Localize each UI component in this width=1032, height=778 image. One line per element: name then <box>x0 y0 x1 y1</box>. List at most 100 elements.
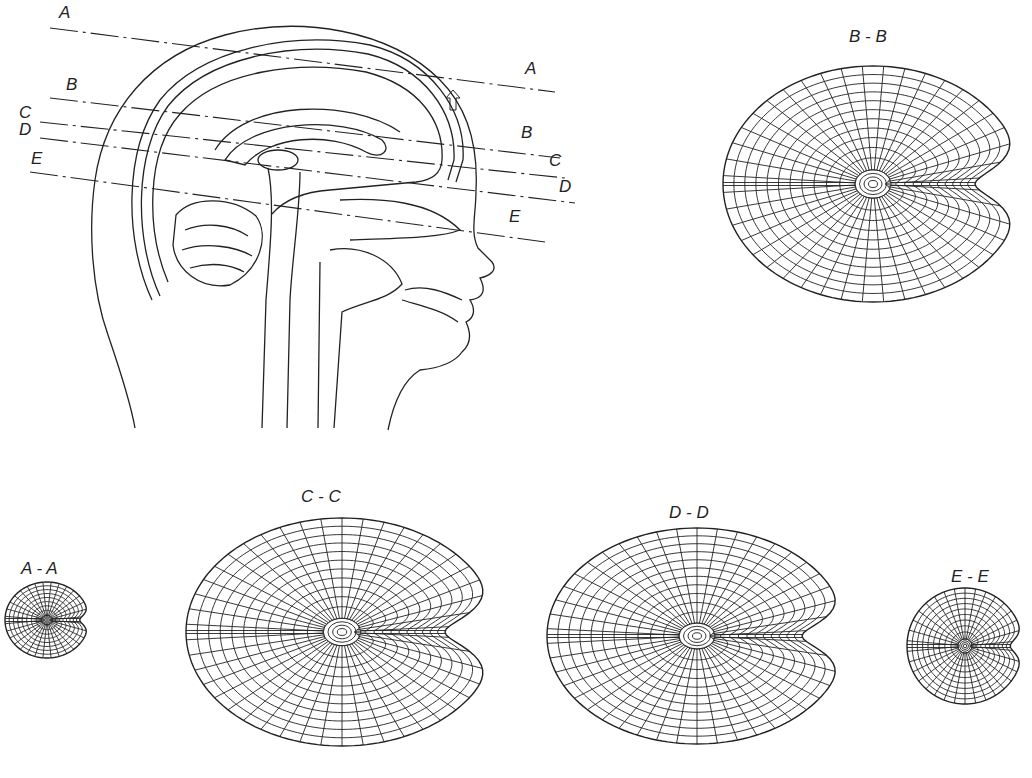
mesh-radial <box>886 178 980 183</box>
mesh-ring <box>27 602 66 639</box>
mesh-ring <box>186 518 483 746</box>
mesh-radial <box>708 646 791 720</box>
mesh-radial <box>710 631 806 636</box>
mesh-ring <box>756 92 980 276</box>
mesh-radial <box>342 518 343 618</box>
mesh-radial <box>564 642 681 686</box>
mesh-ring <box>558 536 825 736</box>
mesh-radial <box>349 527 404 619</box>
mesh-core <box>684 626 711 645</box>
mesh-radial <box>43 582 47 615</box>
mesh-ring <box>22 598 70 643</box>
mesh-radial <box>889 191 1005 241</box>
mesh-radial <box>879 73 925 170</box>
mesh-radial <box>619 647 688 728</box>
mesh-radial <box>862 66 871 170</box>
mesh-ring <box>664 612 728 660</box>
mesh-radial <box>35 624 46 656</box>
mesh-radial <box>359 596 483 628</box>
mesh-radial <box>723 185 855 192</box>
mesh-ring <box>232 552 441 713</box>
mesh-ring <box>767 101 969 268</box>
mesh-radial <box>321 519 340 618</box>
mesh-ring <box>790 119 949 249</box>
mesh-core <box>337 629 346 636</box>
mesh-radial <box>186 624 323 631</box>
mesh-ring <box>209 535 463 730</box>
mesh-radial <box>710 637 806 642</box>
mesh-ring <box>907 588 1019 704</box>
midline-fissure <box>715 637 802 638</box>
mesh-ring <box>5 582 86 658</box>
mesh-radial <box>726 187 855 209</box>
mesh-ring <box>614 576 773 695</box>
finite-element-mesh <box>5 582 86 658</box>
marker-arrow <box>446 90 460 110</box>
mesh-radial <box>51 602 84 618</box>
mesh-ring <box>9 586 82 654</box>
mesh-radial <box>926 603 960 641</box>
corpus-callosum-inner <box>215 109 400 150</box>
oral-cavity <box>402 288 462 322</box>
mesh-radial <box>909 648 958 662</box>
mesh-radial <box>5 620 42 623</box>
midline-fissure <box>547 637 679 638</box>
line-label: C <box>18 104 32 121</box>
section-line <box>40 138 575 203</box>
section-title: D - D <box>668 504 710 521</box>
section-title: B - B <box>848 28 888 45</box>
mesh-radial <box>732 189 856 225</box>
mesh-radial <box>359 638 480 684</box>
mesh-core <box>855 170 891 198</box>
mesh-radial <box>886 101 979 174</box>
midline-fissure <box>891 185 975 186</box>
mesh-radial <box>547 637 679 643</box>
brain-outline <box>153 67 442 282</box>
mesh-ring <box>42 615 52 624</box>
mesh-radial <box>723 176 855 183</box>
mesh-ring <box>197 526 472 738</box>
mesh-core <box>860 173 887 194</box>
mesh-core <box>693 633 702 639</box>
mesh-radial <box>49 624 66 653</box>
midline-fissure <box>972 647 1010 648</box>
mesh-radial <box>697 528 698 623</box>
mesh-ring <box>626 585 763 687</box>
mesh-radial <box>51 617 81 620</box>
mesh-radial <box>697 649 698 744</box>
mesh-ring <box>734 75 1000 294</box>
mesh-core <box>958 639 972 653</box>
mesh-core <box>688 630 706 643</box>
mesh-radial <box>7 609 42 619</box>
mesh-ring <box>591 560 794 712</box>
mesh-core <box>328 622 356 643</box>
mesh-ring <box>603 568 785 704</box>
mesh-radial <box>884 90 963 173</box>
line-label: D <box>558 178 572 195</box>
mesh-radial <box>886 185 980 190</box>
mesh-radial <box>244 544 331 622</box>
mesh-radial <box>359 580 480 626</box>
mesh-radial <box>228 554 328 622</box>
mesh-radial <box>882 80 945 171</box>
mesh-radial <box>821 197 867 294</box>
mesh-radial <box>907 647 958 652</box>
mesh-radial <box>862 198 871 302</box>
mesh-radial <box>280 645 335 737</box>
mesh-radial <box>783 195 862 278</box>
mesh-ring <box>547 528 835 744</box>
skull-outline <box>132 40 463 300</box>
mesh-radial <box>971 631 1019 645</box>
midline-fissure <box>891 182 975 183</box>
midline-fissure <box>52 618 80 619</box>
midline-fissure <box>715 634 802 635</box>
mesh-radial <box>345 519 364 618</box>
mesh-radial <box>801 80 864 171</box>
mesh-ring <box>958 639 971 653</box>
mesh-ring <box>917 598 1009 693</box>
mesh-core <box>963 644 966 647</box>
cerebellum <box>173 201 262 286</box>
mesh-radial <box>637 648 690 735</box>
mesh-core <box>679 623 715 649</box>
